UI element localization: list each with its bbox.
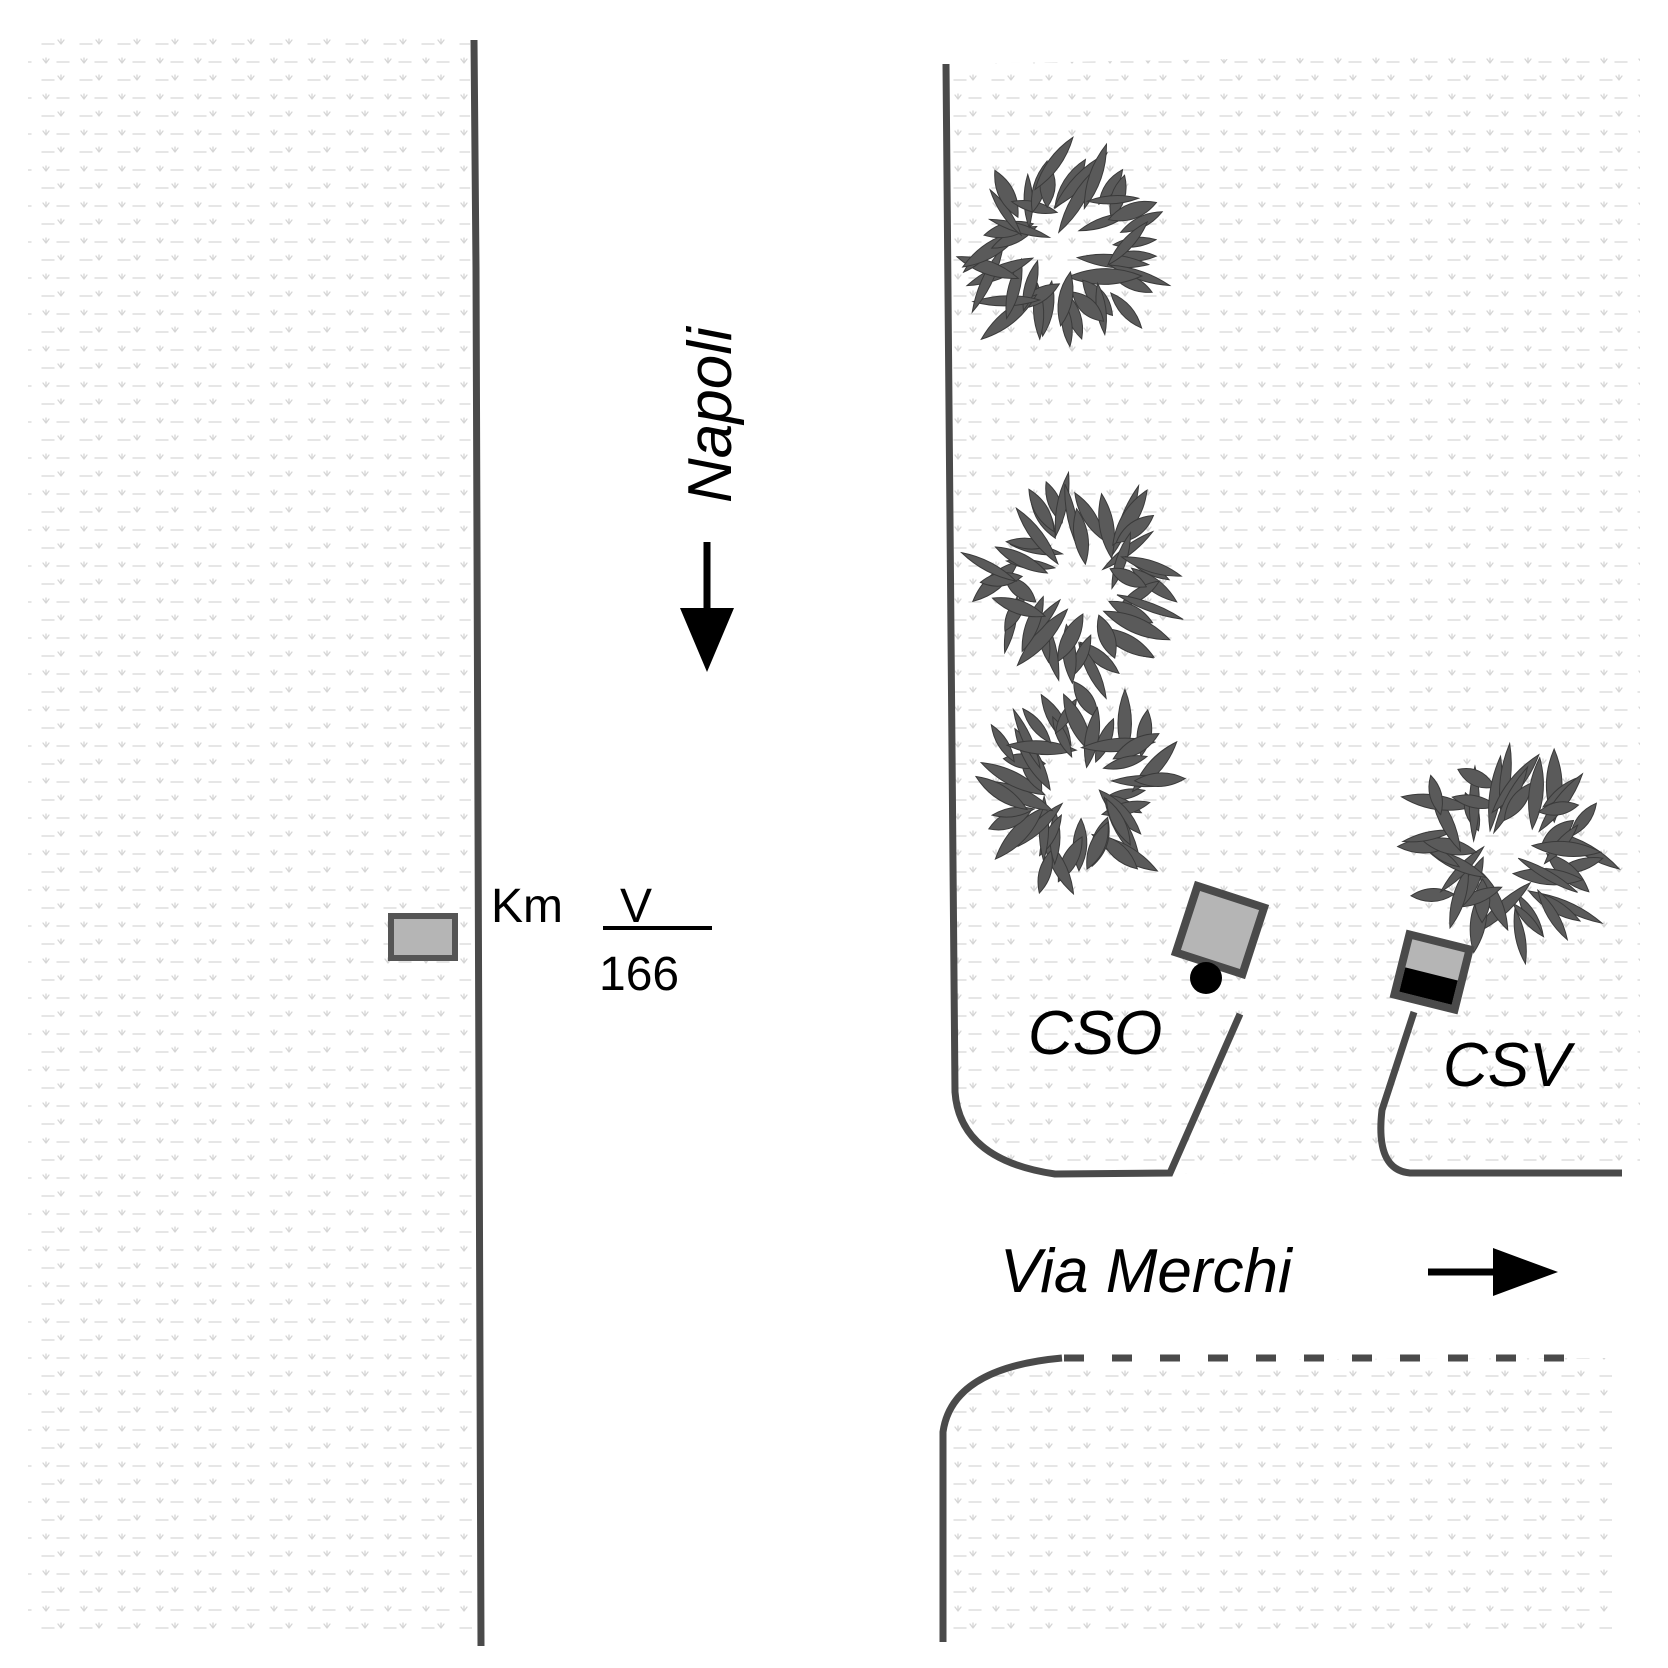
km-numerator-label: V bbox=[620, 880, 652, 933]
tree-canopy-icon bbox=[955, 136, 1172, 348]
via-merchi-label: Via Merchi bbox=[1000, 1237, 1294, 1306]
road-edge-left bbox=[470, 39, 485, 1647]
milestone-icon bbox=[388, 913, 458, 961]
tree-canopy-icons bbox=[955, 136, 1621, 966]
km-prefix-label: Km bbox=[491, 880, 563, 933]
tree-canopy-icon bbox=[960, 470, 1184, 700]
lower-right-ground-area bbox=[946, 1358, 1612, 1640]
csv-label: CSV bbox=[1443, 1031, 1576, 1100]
road-edge-upper-right bbox=[942, 63, 1244, 1178]
arrow-right-icon bbox=[1428, 1248, 1558, 1296]
road-edge-csv-branch bbox=[1377, 1010, 1622, 1177]
cso-cabinet-icon bbox=[1170, 880, 1270, 980]
csv-cabinet-icon bbox=[1389, 929, 1475, 1015]
cso-marker-dot bbox=[1190, 962, 1222, 994]
napoli-label: Napoli bbox=[676, 325, 745, 503]
tree-canopy-icon bbox=[1396, 741, 1621, 966]
km-denominator-label: 166 bbox=[599, 948, 679, 1001]
arrow-down-icon bbox=[680, 542, 734, 672]
road-edge-lower-right bbox=[939, 1354, 1063, 1642]
left-ground-area bbox=[28, 36, 472, 1640]
cso-label: CSO bbox=[1028, 999, 1162, 1068]
tree-canopy-icon bbox=[974, 680, 1187, 896]
